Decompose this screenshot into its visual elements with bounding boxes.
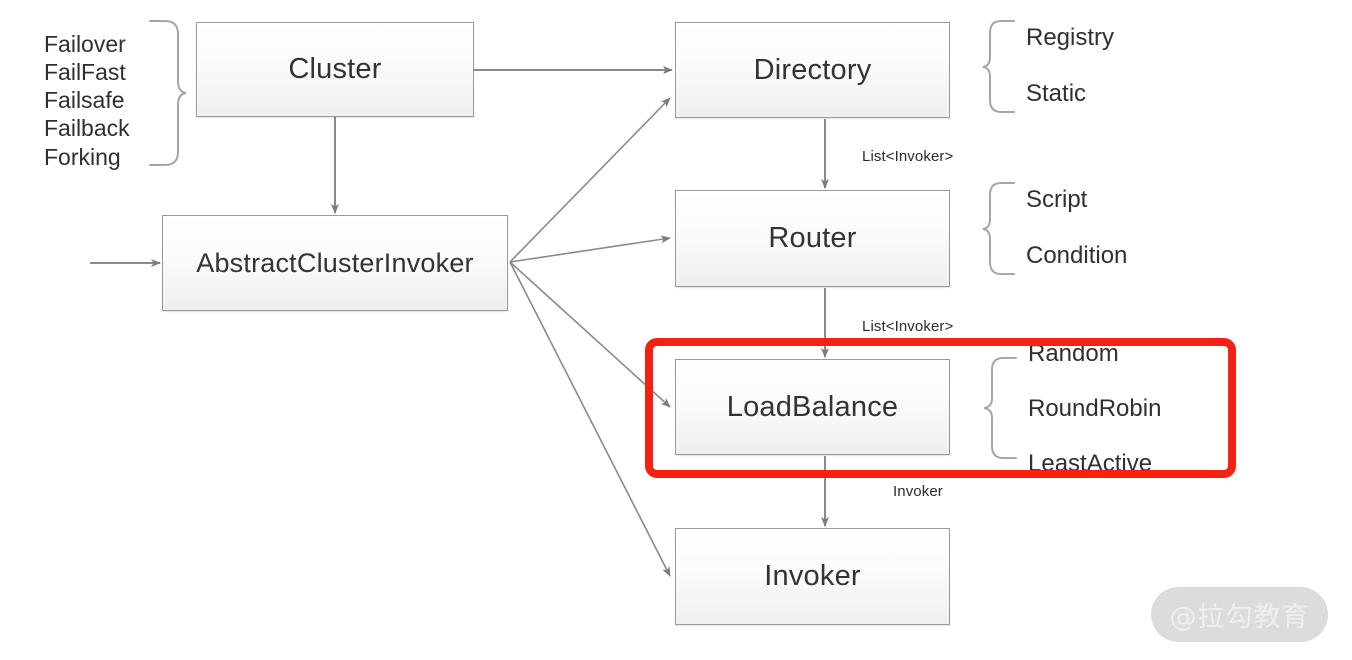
cluster-strategy-failover: Failover bbox=[44, 31, 126, 57]
node-directory-label: Directory bbox=[753, 53, 872, 86]
directory-type-static: Static bbox=[1026, 80, 1087, 107]
router-type-condition: Condition bbox=[1026, 242, 1128, 269]
node-cluster[interactable]: Cluster bbox=[196, 22, 474, 117]
brace-router-types bbox=[982, 182, 1015, 275]
edge-label-directory-to-router: List<Invoker> bbox=[862, 148, 954, 165]
brace-directory-types bbox=[982, 20, 1015, 113]
brace-cluster-strategies bbox=[149, 20, 187, 166]
router-type-script: Script bbox=[1026, 186, 1088, 213]
edge-abstractclusterinvoker-to-directory bbox=[509, 97, 671, 263]
directory-type-registry: Registry bbox=[1026, 24, 1115, 51]
node-directory[interactable]: Directory bbox=[675, 22, 950, 118]
node-loadbalance-label: LoadBalance bbox=[726, 390, 899, 423]
node-router-label: Router bbox=[768, 222, 857, 254]
edge-abstractclusterinvoker-to-router bbox=[509, 235, 671, 263]
loadbalance-highlight-box bbox=[645, 338, 1236, 478]
cluster-strategy-failback: Failback bbox=[44, 115, 130, 142]
cluster-strategies-list: Failover FailFast Failsafe Failback Fork… bbox=[44, 31, 130, 172]
cluster-strategy-failfast: FailFast bbox=[44, 59, 126, 86]
cluster-strategy-forking: Forking bbox=[44, 143, 121, 170]
node-abstract-cluster-invoker[interactable]: AbstractClusterInvoker bbox=[162, 215, 508, 311]
node-invoker-label: Invoker bbox=[764, 560, 861, 592]
watermark-badge: @拉勾教育 bbox=[1151, 587, 1328, 642]
node-cluster-label: Cluster bbox=[288, 53, 382, 85]
node-invoker[interactable]: Invoker bbox=[675, 528, 950, 625]
cluster-strategy-failsafe: Failsafe bbox=[44, 87, 125, 114]
node-loadbalance[interactable]: LoadBalance bbox=[675, 359, 950, 455]
watermark-text: @拉勾教育 bbox=[1169, 602, 1310, 633]
edge-label-router-to-loadbalance: List<Invoker> bbox=[862, 318, 954, 335]
node-router[interactable]: Router bbox=[675, 190, 950, 287]
loadbalance-type-roundrobin: RoundRobin bbox=[1028, 395, 1162, 422]
edge-label-loadbalance-to-invoker: Invoker bbox=[893, 483, 943, 500]
node-abstract-cluster-invoker-label: AbstractClusterInvoker bbox=[196, 247, 474, 278]
